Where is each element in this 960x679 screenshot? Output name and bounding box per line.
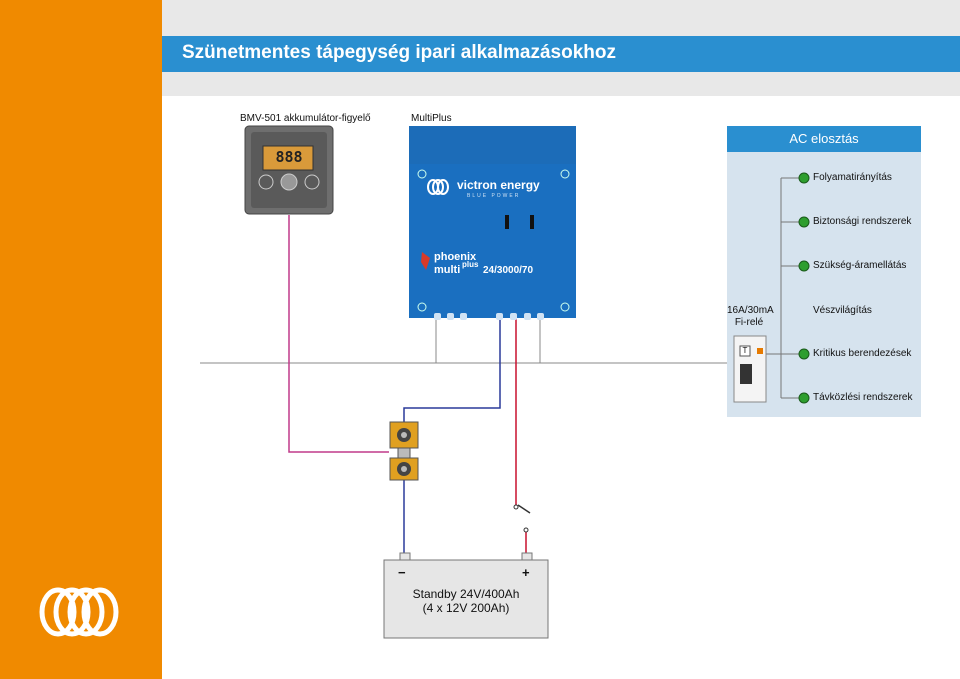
victron-logo-icon [39, 587, 119, 637]
phoenix-logo-icon [421, 252, 430, 270]
led-icon-tavkozlesi [798, 392, 810, 404]
bmv-left-button[interactable] [258, 174, 274, 190]
battery-plus: + [522, 565, 530, 580]
ac-item-folyamat: Folyamatirányítás [813, 172, 892, 183]
multiplus-label: MultiPlus [411, 113, 452, 124]
battery-spec: Standby 24V/400Ah [412, 587, 520, 601]
relay-type: Fi-relé [734, 317, 764, 328]
led-icon-biztonsagi [798, 216, 810, 228]
bmv-right-button[interactable] [304, 174, 320, 190]
ac-item-szukseg: Szükség-áramellátás [813, 260, 907, 271]
negative-wire-top [403, 318, 501, 422]
brand-subtitle: BLUE POWER [467, 193, 521, 199]
ac-panel-header: AC elosztás [727, 126, 921, 152]
product-line2: multi [434, 264, 461, 276]
battery-config: (4 x 12V 200Ah) [422, 601, 510, 615]
ac-item-biztonsagi: Biztonsági rendszerek [813, 216, 912, 227]
battery-shunt [389, 421, 419, 481]
multiplus-inverter [409, 126, 576, 320]
relay-test-button: T [742, 346, 748, 355]
ac-item-veszvilagitas: Vészvilágítás [813, 305, 872, 316]
rcd-relay [733, 335, 767, 403]
bmv-monitor [244, 125, 334, 215]
ac-item-kritikus: Kritikus berendezések [813, 348, 912, 359]
relay-rating: 16A/30mA [727, 305, 774, 316]
led-icon-kritikus [798, 348, 810, 360]
victron-small-logo-icon [427, 179, 449, 195]
bmv-display [262, 145, 314, 171]
sub-strip [162, 72, 960, 96]
fuse-switch-icon [513, 504, 531, 533]
title-bar: Szünetmentes tápegység ipari alkalmazáso… [162, 36, 960, 72]
led-icon-folyamat [798, 172, 810, 184]
page-title: Szünetmentes tápegység ipari alkalmazáso… [182, 42, 616, 63]
model-number: 24/3000/70 [483, 265, 534, 276]
bmv-setup-button[interactable] [280, 173, 298, 191]
bmv-label: BMV-501 akkumulátor-figyelő [240, 113, 371, 124]
bmv-display-value: 888 [275, 148, 303, 166]
sidebar [0, 0, 162, 679]
top-strip [162, 0, 960, 36]
product-sup: plus [462, 260, 479, 269]
brand-name: victron energy [457, 178, 540, 192]
battery [383, 552, 549, 639]
bmv-sense-wire [288, 215, 389, 453]
led-icon-szukseg [798, 260, 810, 272]
ac-item-tavkozlesi: Távközlési rendszerek [813, 392, 913, 403]
battery-minus: − [398, 565, 406, 580]
product-line1: phoenix [434, 251, 477, 263]
